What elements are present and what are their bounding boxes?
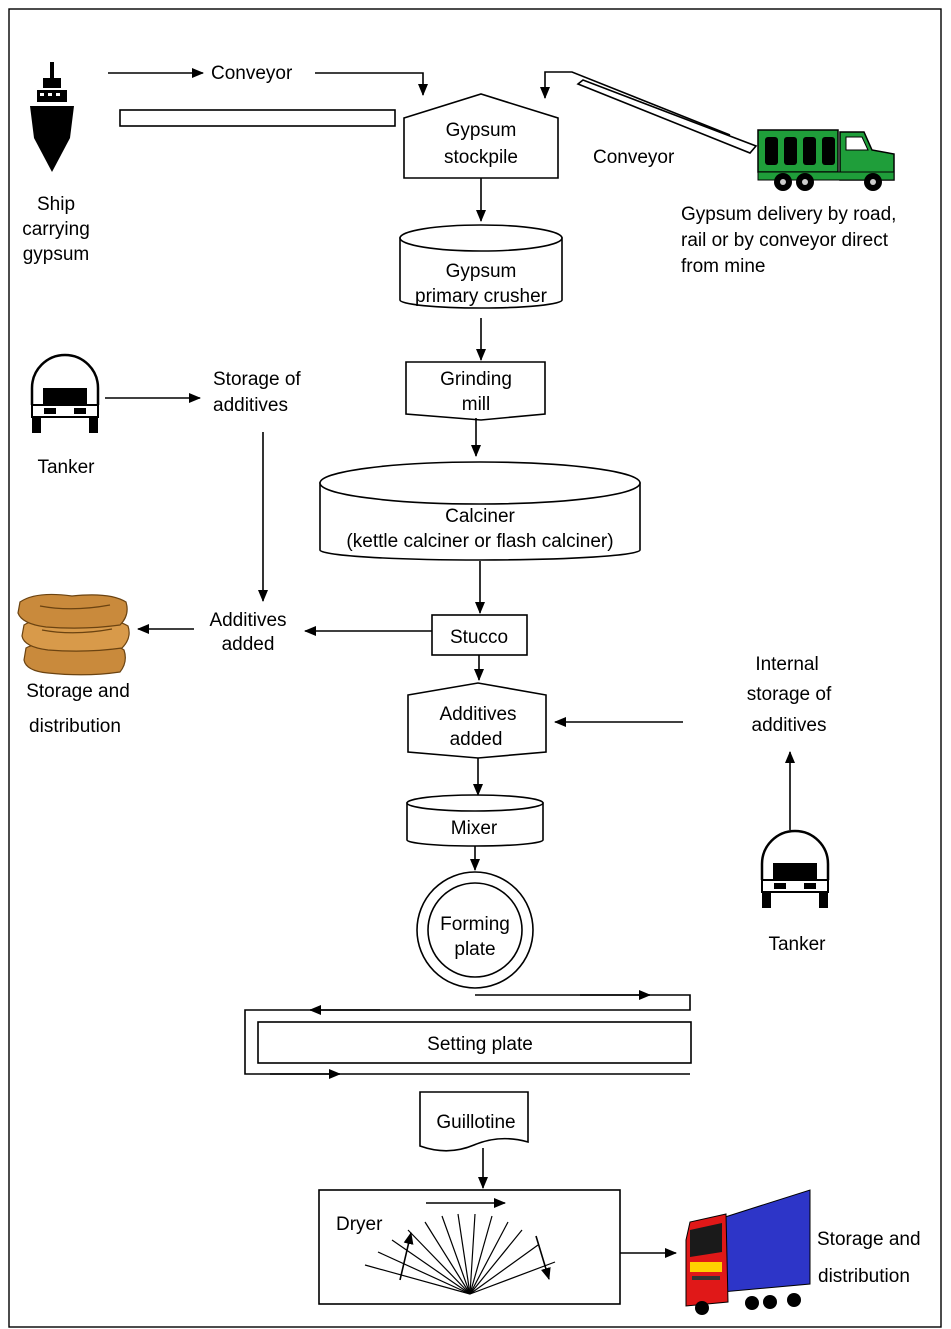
svg-text:mill: mill <box>462 394 491 415</box>
storage-distribution-right: Storage and distribution <box>817 1229 921 1287</box>
storage-distribution-left: Storage and distribution <box>26 681 130 737</box>
tanker-right-label: Tanker <box>768 934 826 955</box>
svg-text:rail or by conveyor direct: rail or by conveyor direct <box>681 230 889 251</box>
grinding-mill: Grinding mill <box>440 369 512 415</box>
svg-text:Forming: Forming <box>440 914 510 935</box>
guillotine-shape <box>419 1091 529 1152</box>
svg-text:primary crusher: primary crusher <box>415 286 548 307</box>
svg-text:Gypsum: Gypsum <box>446 120 517 141</box>
grinding-mill-shape <box>405 361 546 421</box>
calciner: Calciner (kettle calciner or flash calci… <box>346 506 613 552</box>
svg-text:added: added <box>450 729 503 750</box>
forming-plate: Forming plate <box>440 914 510 960</box>
svg-text:additives: additives <box>213 395 288 416</box>
svg-text:storage of: storage of <box>747 684 832 705</box>
svg-text:plate: plate <box>454 939 495 960</box>
svg-text:additives: additives <box>752 715 827 736</box>
svg-text:Gypsum delivery by road,: Gypsum delivery by road, <box>681 204 896 225</box>
dryer-arrow-left <box>399 1232 414 1281</box>
svg-text:Storage and: Storage and <box>26 681 130 702</box>
svg-text:Additives: Additives <box>439 704 516 725</box>
svg-text:Additives: Additives <box>209 610 286 631</box>
svg-text:carrying: carrying <box>22 219 90 240</box>
conveyor-top-label: Conveyor <box>211 63 293 84</box>
internal-storage-of-additives: Internal storage of additives <box>747 654 832 736</box>
forming-plate-shape <box>416 871 534 989</box>
calciner-shape <box>319 461 641 561</box>
gypsum-stockpile-shape <box>403 93 559 179</box>
svg-text:gypsum: gypsum <box>23 244 90 265</box>
svg-text:from mine: from mine <box>681 256 765 277</box>
additives-added-left: Additives added <box>209 610 286 655</box>
truck-conveyor-arrow <box>540 71 731 136</box>
ship-icon <box>30 62 74 172</box>
svg-text:distribution: distribution <box>818 1266 910 1287</box>
stucco-shape <box>431 614 528 656</box>
svg-text:(kettle calciner or flash calc: (kettle calciner or flash calciner) <box>346 531 613 552</box>
conveyor-to-stockpile-arrow <box>315 72 428 96</box>
delivery-label: Gypsum delivery by road, rail or by conv… <box>681 204 896 277</box>
gypsum-stockpile: Gypsum stockpile <box>444 120 518 168</box>
dryer-shape <box>318 1189 621 1305</box>
svg-text:Ship: Ship <box>37 194 75 215</box>
setting-plate: Setting plate <box>427 1034 533 1055</box>
setting-plate-shape <box>257 1021 692 1064</box>
stucco: Stucco <box>450 627 508 648</box>
truck-conveyor-belt <box>576 79 758 154</box>
svg-text:added: added <box>222 634 275 655</box>
additives-added-center: Additives added <box>439 704 516 750</box>
svg-text:Internal: Internal <box>755 654 818 675</box>
conveyor-right-label: Conveyor <box>593 147 675 168</box>
tanker-left-label: Tanker <box>37 457 95 478</box>
guillotine: Guillotine <box>436 1112 515 1133</box>
svg-text:Gypsum: Gypsum <box>446 261 517 282</box>
mixer-shape <box>406 794 544 847</box>
storage-of-additives: Storage of additives <box>213 369 301 416</box>
dump-truck-icon <box>757 129 895 191</box>
dryer-fan-lines <box>364 1213 556 1295</box>
primary-crusher-shape <box>399 224 563 309</box>
dryer: Dryer <box>336 1214 383 1235</box>
sacks-icon <box>17 593 130 676</box>
tanker-truck-icon <box>30 353 100 433</box>
svg-text:Grinding: Grinding <box>440 369 512 390</box>
mixer: Mixer <box>451 818 498 839</box>
additives-added-center-shape <box>407 682 547 759</box>
dryer-arrow-right <box>535 1235 551 1280</box>
ship-label: Ship carrying gypsum <box>22 194 90 265</box>
svg-text:Storage of: Storage of <box>213 369 301 390</box>
lorry-icon <box>685 1189 811 1315</box>
primary-crusher: Gypsum primary crusher <box>415 261 548 307</box>
ship-conveyor-belt <box>119 109 396 127</box>
diagram-frame <box>8 8 942 1328</box>
tanker-truck-icon <box>760 829 830 908</box>
svg-text:stockpile: stockpile <box>444 147 518 168</box>
svg-text:Calciner: Calciner <box>445 506 515 527</box>
svg-text:Storage and: Storage and <box>817 1229 921 1250</box>
svg-text:distribution: distribution <box>29 716 121 737</box>
